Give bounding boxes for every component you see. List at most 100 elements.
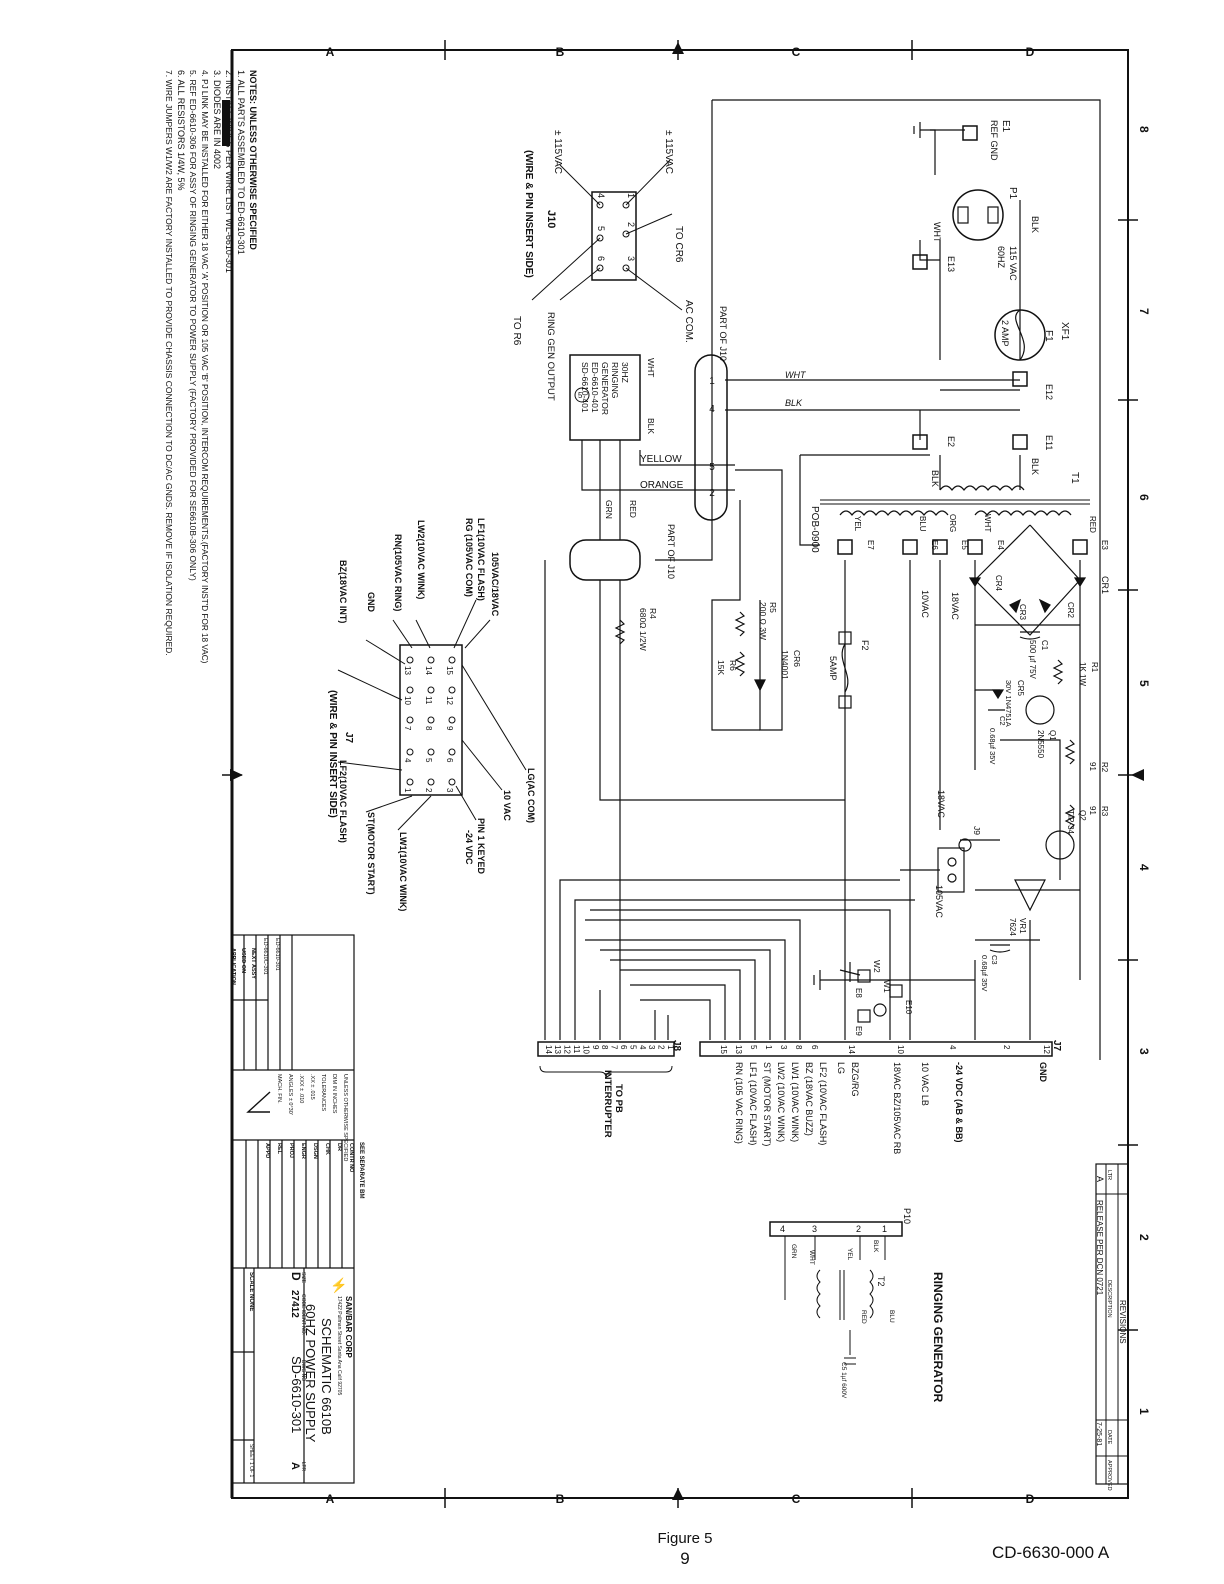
j7-strip-label-10: ST (MOTOR START)	[762, 1062, 772, 1146]
p1-plug-icon	[952, 189, 1004, 241]
note-1: 1. ALL PARTS ASSEMBLED TO ED-6610-301	[236, 70, 246, 255]
t1-label: T1	[1069, 472, 1080, 484]
company-address: 17422 Pullman Street Santa Ana Calif 927…	[336, 1296, 342, 1395]
regulator-labels: CR1 CR2 CR3 CR4 C1 500 µf 75V R1 1K 1W C…	[980, 575, 1110, 991]
ringing-wht-label: WHT	[646, 358, 656, 377]
r3-value: 91	[1088, 806, 1097, 815]
ringing-gen-box	[569, 354, 641, 441]
zone-ticks	[222, 40, 1138, 1508]
t1-secondary-a	[839, 510, 949, 516]
j8-to-pb-label: TO PBINTERRUPTER	[602, 1070, 624, 1138]
grn-wire-label: GRN	[604, 500, 614, 519]
blk-label-p1: BLK	[1030, 216, 1040, 233]
c1-label: C1	[1040, 640, 1049, 651]
j8-strip-body	[537, 1041, 675, 1057]
tap-wht: WHT	[983, 514, 992, 532]
j7-callout-13: LF2(10VAC FLASH)	[338, 760, 348, 843]
application-2: APPLICATION	[230, 948, 236, 985]
j7-pin-label-13: 13	[403, 666, 412, 675]
rg-blu: BLU	[888, 1310, 895, 1323]
svg-text:5: 5	[709, 462, 715, 473]
rev-a-desc: RELEASE PER DCN 0721	[1095, 1200, 1104, 1296]
blk-e11: BLK	[1030, 458, 1040, 475]
r5-resistor-icon	[734, 611, 746, 637]
dwg-value: SD-6610-301	[289, 1356, 304, 1433]
part-of-j10-b-label: PART OF J10	[666, 524, 676, 579]
rg-grn: GRN	[790, 1244, 797, 1259]
cr5-value: 30V 1N4751A	[1004, 680, 1013, 727]
term-e6: E6	[930, 540, 939, 550]
r1-value: 1K 1W	[1078, 662, 1087, 686]
j7-strip-pin-12: 12	[1042, 1045, 1051, 1054]
ringing-blk-label: BLK	[646, 418, 656, 434]
amp-label: 2 AMP	[1000, 320, 1010, 347]
j7-strip-label-12: RN (105 VAC RING)	[734, 1062, 744, 1144]
r2-label: R2	[1100, 762, 1109, 773]
e13-terminal	[912, 254, 928, 270]
j7-pin-1	[406, 778, 414, 786]
chassis-ground-icon	[913, 122, 930, 138]
j7-callout-9: PIN 1 KEYED	[476, 818, 486, 875]
cr5-zener-icon	[991, 689, 1005, 700]
rg-c5: C5 1µf 600V	[840, 1362, 847, 1399]
e1-terminal	[962, 125, 978, 141]
ringing-gen-block: 30HZRINGINGGENERATORED-6610-401SD-6610-4…	[569, 306, 807, 581]
j7-strip-title: J7	[1051, 1040, 1062, 1052]
j7-strip-pin-15: 15	[719, 1045, 728, 1054]
p10-pin-2: 2	[856, 1224, 861, 1234]
r5-label: R5	[768, 602, 778, 613]
j7-callout-4: RN(105VAC RING)	[393, 534, 403, 611]
power-input: E1 REF GND P1 115 VAC 60HZ BLK WHT E13 X…	[912, 120, 1080, 484]
j7-callout-1: LF1(10VAC FLASH)	[476, 518, 486, 601]
approval-0: CONTR NO	[348, 1143, 354, 1173]
hz-label: 60HZ	[996, 246, 1006, 269]
zone-bottom-C: C	[792, 1492, 801, 1506]
ac-distribution-labels: F2 5AMP R5 200 Ω 3W R6 15K CR6 1N4001 R4…	[638, 590, 960, 918]
part-of-j10-label: PART OF J10	[718, 306, 728, 361]
j8-strip-pin-12: 12	[563, 1045, 572, 1054]
j7-callout-11: LW1(10VAC WINK)	[398, 832, 408, 911]
rev-label: LTR	[300, 1462, 306, 1471]
j7-strip-label-3: 18VAC BZ/105VAC RB	[892, 1062, 902, 1154]
j7-body	[399, 644, 463, 796]
j7-callout-3: LW2(10VAC WINK)	[416, 520, 426, 599]
rev-value: A	[289, 1462, 301, 1470]
j9-label: J9	[972, 826, 982, 835]
e7-terminal	[837, 539, 853, 555]
j7-strip-pin-5: 5	[749, 1045, 758, 1050]
tolerance-2: TOLERANCES	[320, 1074, 326, 1112]
j8-strip-pin-4: 4	[638, 1045, 647, 1050]
j7-pin-9	[448, 716, 456, 724]
ringing-generator-title: RINGING GENERATOR	[931, 1272, 945, 1403]
t2-label: T2	[876, 1276, 886, 1287]
document-number: CD-6630-000 A	[992, 1543, 1110, 1562]
r1-label: R1	[1090, 662, 1099, 673]
j7-pin-7	[406, 716, 414, 724]
j10-ac-com: AC COM.	[683, 300, 694, 343]
cr2-diode-icon	[1038, 598, 1051, 614]
j7-callout-8: 10 VAC	[502, 790, 512, 821]
j7-pin-4	[406, 748, 414, 756]
j10-part-box	[694, 354, 728, 521]
j8-strip-pin-7: 7	[610, 1045, 619, 1050]
main-wiring	[544, 99, 1101, 1060]
zone-top-D: D	[1026, 45, 1035, 59]
j7-strip-label-5: LG	[836, 1062, 846, 1074]
revisions-title: REVISIONS	[1118, 1300, 1127, 1344]
j10-pin-label-1: 1	[626, 193, 636, 198]
ringing-generator-detail: RINGING GENERATOR P10 T2 1 2 3 4 BLK YEL…	[769, 1208, 945, 1403]
note-6: 6. ALL RESISTORS 1/4W, 5%	[176, 70, 186, 191]
c3-value: 0.68µf 35V	[980, 955, 989, 991]
assy-row-0: ED-6610-301	[274, 938, 280, 971]
j7-pin-label-6: 6	[445, 758, 454, 763]
j8-strip-pin-6: 6	[619, 1045, 628, 1050]
f2-label: F2	[860, 640, 870, 651]
cr1-diode-icon	[1073, 577, 1087, 588]
vac18b-label: 18VAC	[936, 790, 946, 818]
j7-strip-label-11: LF1 (10VAC FLASH)	[748, 1062, 758, 1145]
